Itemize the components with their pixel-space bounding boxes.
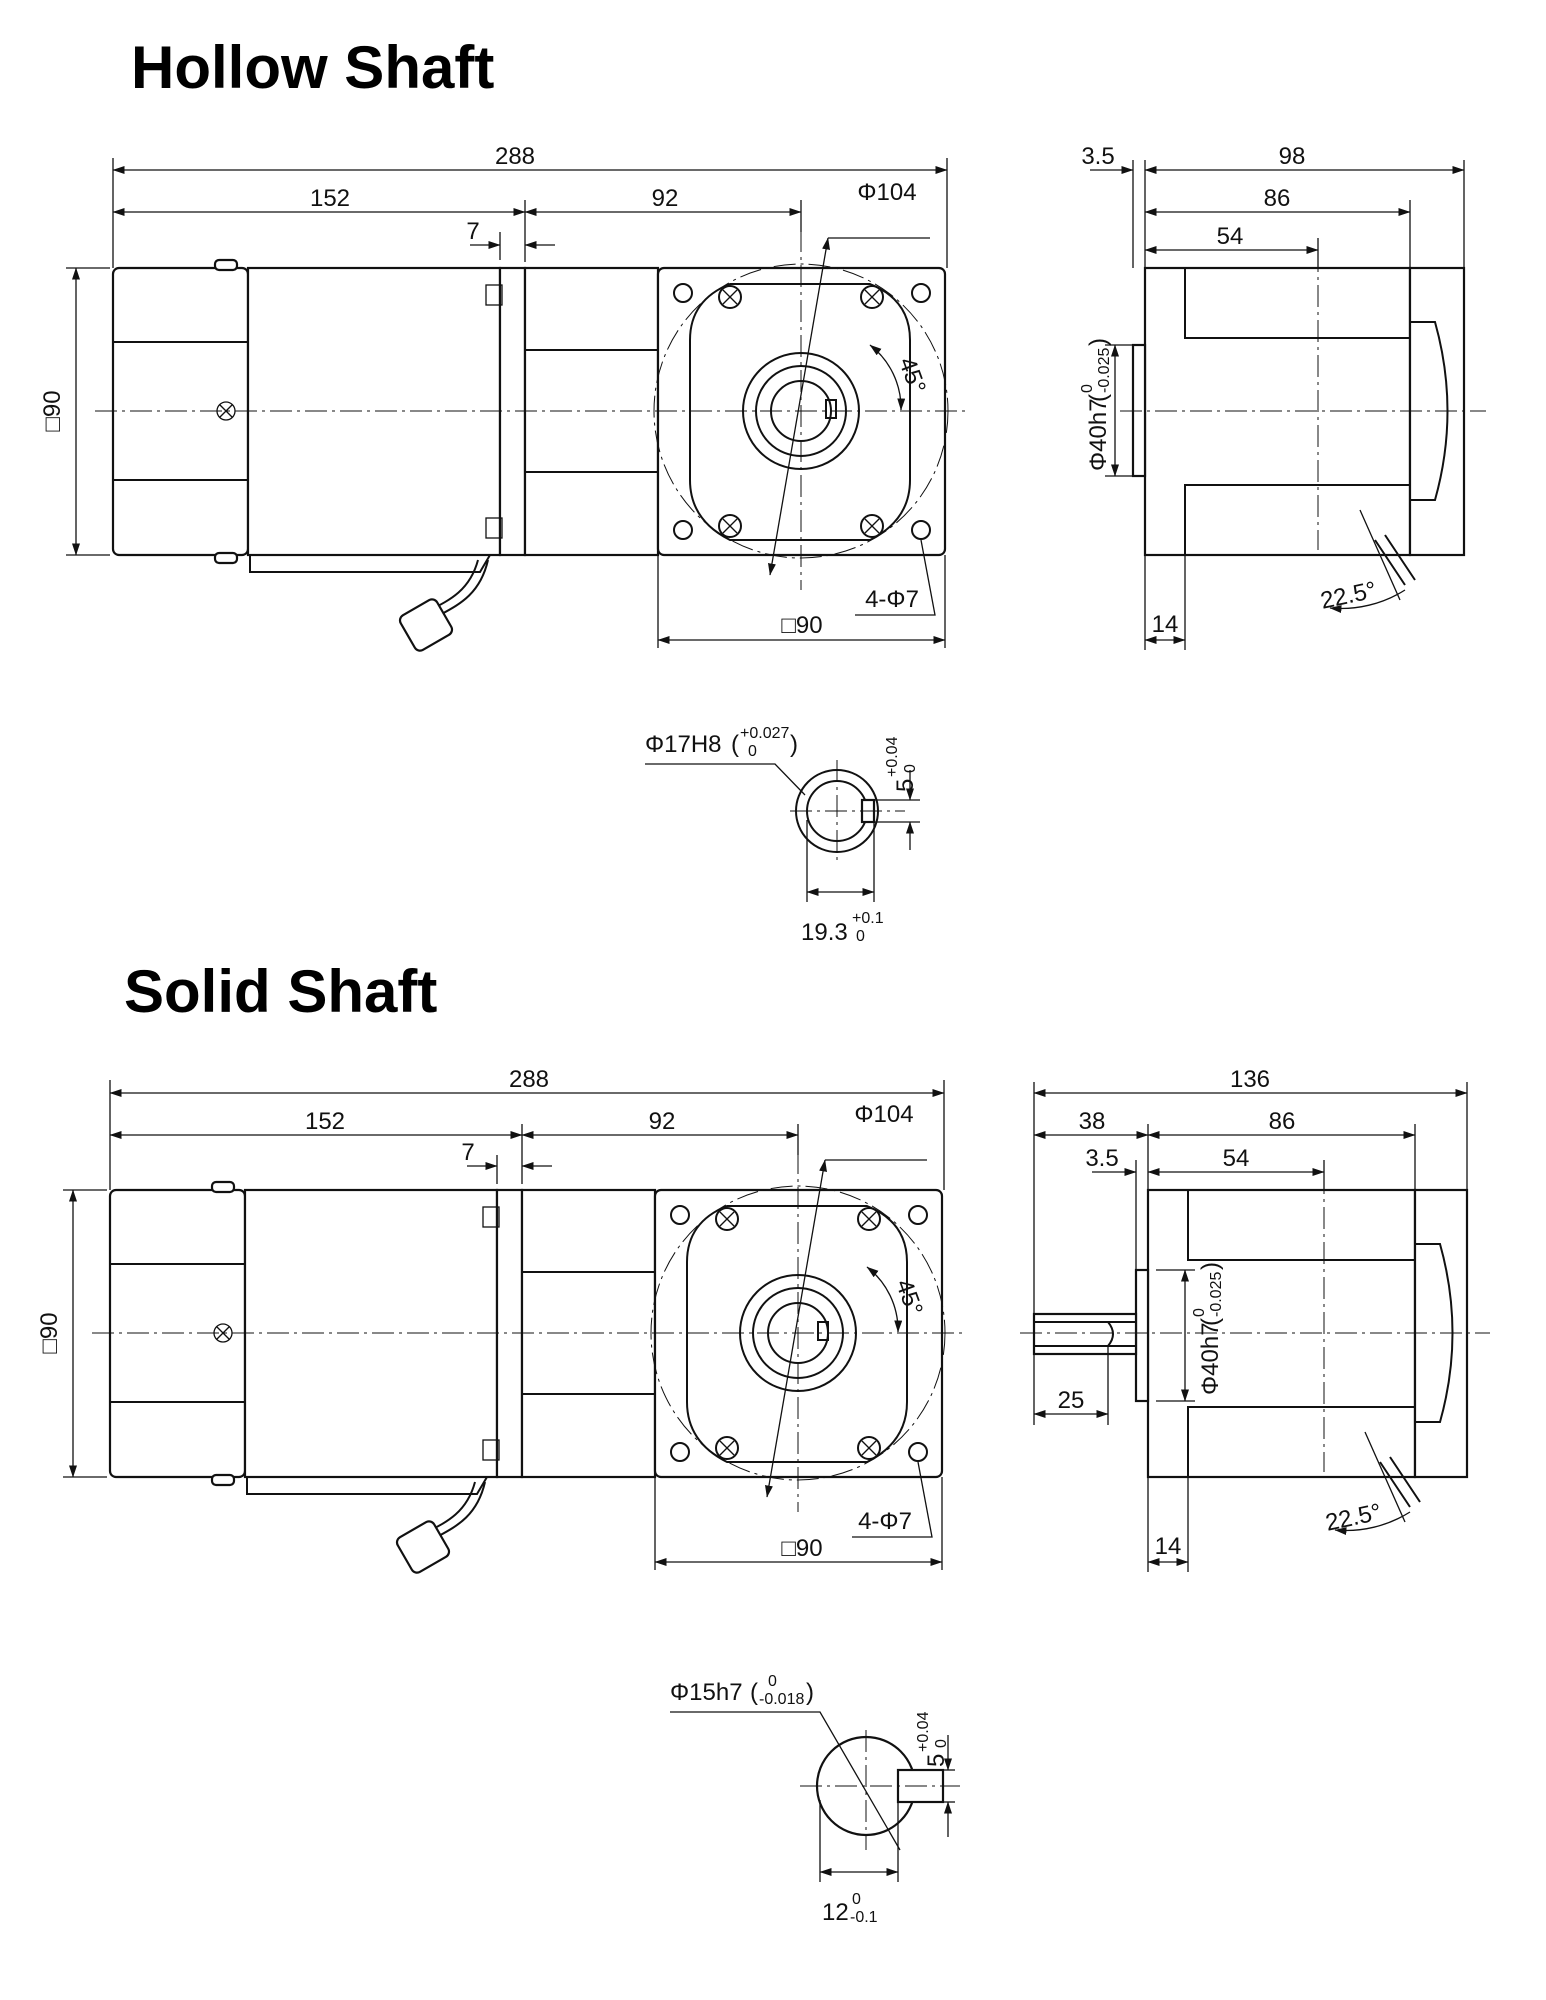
solid-pilot-dia-dim: Φ40h7 ( 0 -0.025 ) xyxy=(1191,1262,1225,1395)
svg-text:0: 0 xyxy=(902,764,919,773)
svg-text:-0.025: -0.025 xyxy=(1096,348,1113,393)
svg-text:0: 0 xyxy=(748,743,757,760)
solid-shaft-ext-dim: 38 xyxy=(1079,1108,1106,1135)
solid-flange-gap-dim: 7 xyxy=(461,1139,474,1166)
svg-text:(: ( xyxy=(731,731,739,758)
svg-text:Φ40h7: Φ40h7 xyxy=(1085,398,1112,471)
svg-text:0: 0 xyxy=(768,1673,777,1690)
svg-text:(: ( xyxy=(1085,394,1112,402)
hollow-depth-dim: 19.3 +0.1 0 xyxy=(801,910,884,946)
hollow-side-width-dim: 98 xyxy=(1279,143,1306,170)
hollow-flange-gap-dim: 7 xyxy=(466,218,479,245)
svg-text:-0.1: -0.1 xyxy=(850,1909,878,1926)
svg-text:+0.027: +0.027 xyxy=(740,725,789,742)
hollow-side-body-dim: 86 xyxy=(1264,185,1291,212)
svg-text:-0.018: -0.018 xyxy=(759,1691,804,1708)
solid-shaft-title: Solid Shaft xyxy=(124,958,438,1025)
solid-front-view: 288 152 92 7 Φ104 45° 4-Φ7 □90 □90 xyxy=(36,1066,962,1574)
solid-shaft-length-dim: 25 xyxy=(1058,1387,1085,1414)
svg-text:Φ40h7: Φ40h7 xyxy=(1197,1322,1224,1395)
hollow-side-depth-dim: 54 xyxy=(1217,223,1244,250)
solid-motor-dim: 152 xyxy=(305,1108,345,1135)
solid-holes-dim: 4-Φ7 xyxy=(858,1508,912,1535)
svg-text:12: 12 xyxy=(822,1899,849,1926)
svg-text:): ) xyxy=(1197,1262,1224,1270)
hollow-shaft-title: Hollow Shaft xyxy=(131,34,495,101)
svg-text:Φ15h7: Φ15h7 xyxy=(670,1679,743,1706)
svg-text:(: ( xyxy=(750,1679,758,1706)
hollow-side-angle-dim: 22.5° xyxy=(1318,577,1379,615)
svg-text:5: 5 xyxy=(892,779,919,792)
svg-text:+0.1: +0.1 xyxy=(852,910,884,927)
solid-side-overall-dim: 136 xyxy=(1230,1066,1270,1093)
solid-key-dim: 5 +0.04 0 xyxy=(915,1711,950,1767)
svg-text:(: ( xyxy=(1197,1318,1224,1326)
solid-pilot-length-dim: 14 xyxy=(1155,1533,1182,1560)
solid-square-side-dim: □90 xyxy=(36,1312,63,1353)
svg-text:): ) xyxy=(806,1679,814,1706)
solid-flat-dim: 12 0 -0.1 xyxy=(822,1891,878,1926)
hollow-bore-detail: Φ17H8 ( +0.027 0 ) 5 +0.04 0 19.3 +0.1 0 xyxy=(645,725,920,946)
svg-text:): ) xyxy=(790,731,798,758)
solid-shaft-dia-dim: Φ15h7 ( 0 -0.018 ) xyxy=(670,1673,814,1708)
svg-text:0: 0 xyxy=(933,1739,950,1748)
svg-text:): ) xyxy=(1085,338,1112,346)
solid-square-bottom-dim: □90 xyxy=(781,1535,822,1562)
hollow-pcd-dim: Φ104 xyxy=(857,179,916,206)
solid-side-angle-dim: 22.5° xyxy=(1323,1499,1384,1537)
svg-text:0: 0 xyxy=(856,928,865,945)
svg-text:+0.04: +0.04 xyxy=(884,736,901,777)
hollow-side-offset-dim: 3.5 xyxy=(1081,143,1114,170)
hollow-gearbox-dim: 92 xyxy=(652,185,679,212)
svg-text:5: 5 xyxy=(923,1754,950,1767)
solid-side-body-dim: 86 xyxy=(1269,1108,1296,1135)
solid-pcd-dim: Φ104 xyxy=(854,1101,913,1128)
solid-shaft-detail: Φ15h7 ( 0 -0.018 ) 5 +0.04 0 12 0 -0.1 xyxy=(670,1673,960,1926)
solid-side-view: 136 38 86 3.5 54 25 14 22.5° Φ40h7 ( 0 -… xyxy=(1020,1066,1490,1572)
hollow-overall-dim: 288 xyxy=(495,143,535,170)
solid-side-depth-dim: 54 xyxy=(1223,1145,1250,1172)
solid-side-offset-dim: 3.5 xyxy=(1085,1145,1118,1172)
svg-text:Φ17H8: Φ17H8 xyxy=(645,731,722,758)
hollow-pilot-dia-dim: Φ40h7 ( 0 -0.025 ) xyxy=(1079,338,1113,471)
hollow-holes-dim: 4-Φ7 xyxy=(865,586,919,613)
solid-gearbox-dim: 92 xyxy=(649,1108,676,1135)
hollow-motor-dim: 152 xyxy=(310,185,350,212)
hollow-side-view: 3.5 98 86 54 14 22.5° Φ40h7 ( 0 -0.025 ) xyxy=(1079,143,1486,650)
svg-text:-0.025: -0.025 xyxy=(1208,1272,1225,1317)
svg-text:19.3: 19.3 xyxy=(801,919,848,946)
solid-overall-dim: 288 xyxy=(509,1066,549,1093)
hollow-front-view: 288 152 92 7 Φ104 45° 4-Φ7 □90 □90 xyxy=(39,143,965,652)
hollow-bore-dia-dim: Φ17H8 ( +0.027 0 ) xyxy=(645,725,798,760)
hollow-pilot-length-dim: 14 xyxy=(1152,611,1179,638)
hollow-square-bottom-dim: □90 xyxy=(781,612,822,639)
svg-text:0: 0 xyxy=(1191,1308,1208,1317)
hollow-square-side-dim: □90 xyxy=(39,390,66,431)
svg-text:0: 0 xyxy=(852,1891,861,1908)
svg-text:0: 0 xyxy=(1079,384,1096,393)
svg-text:+0.04: +0.04 xyxy=(915,1711,932,1752)
hollow-key-dim: 5 +0.04 0 xyxy=(884,736,919,792)
